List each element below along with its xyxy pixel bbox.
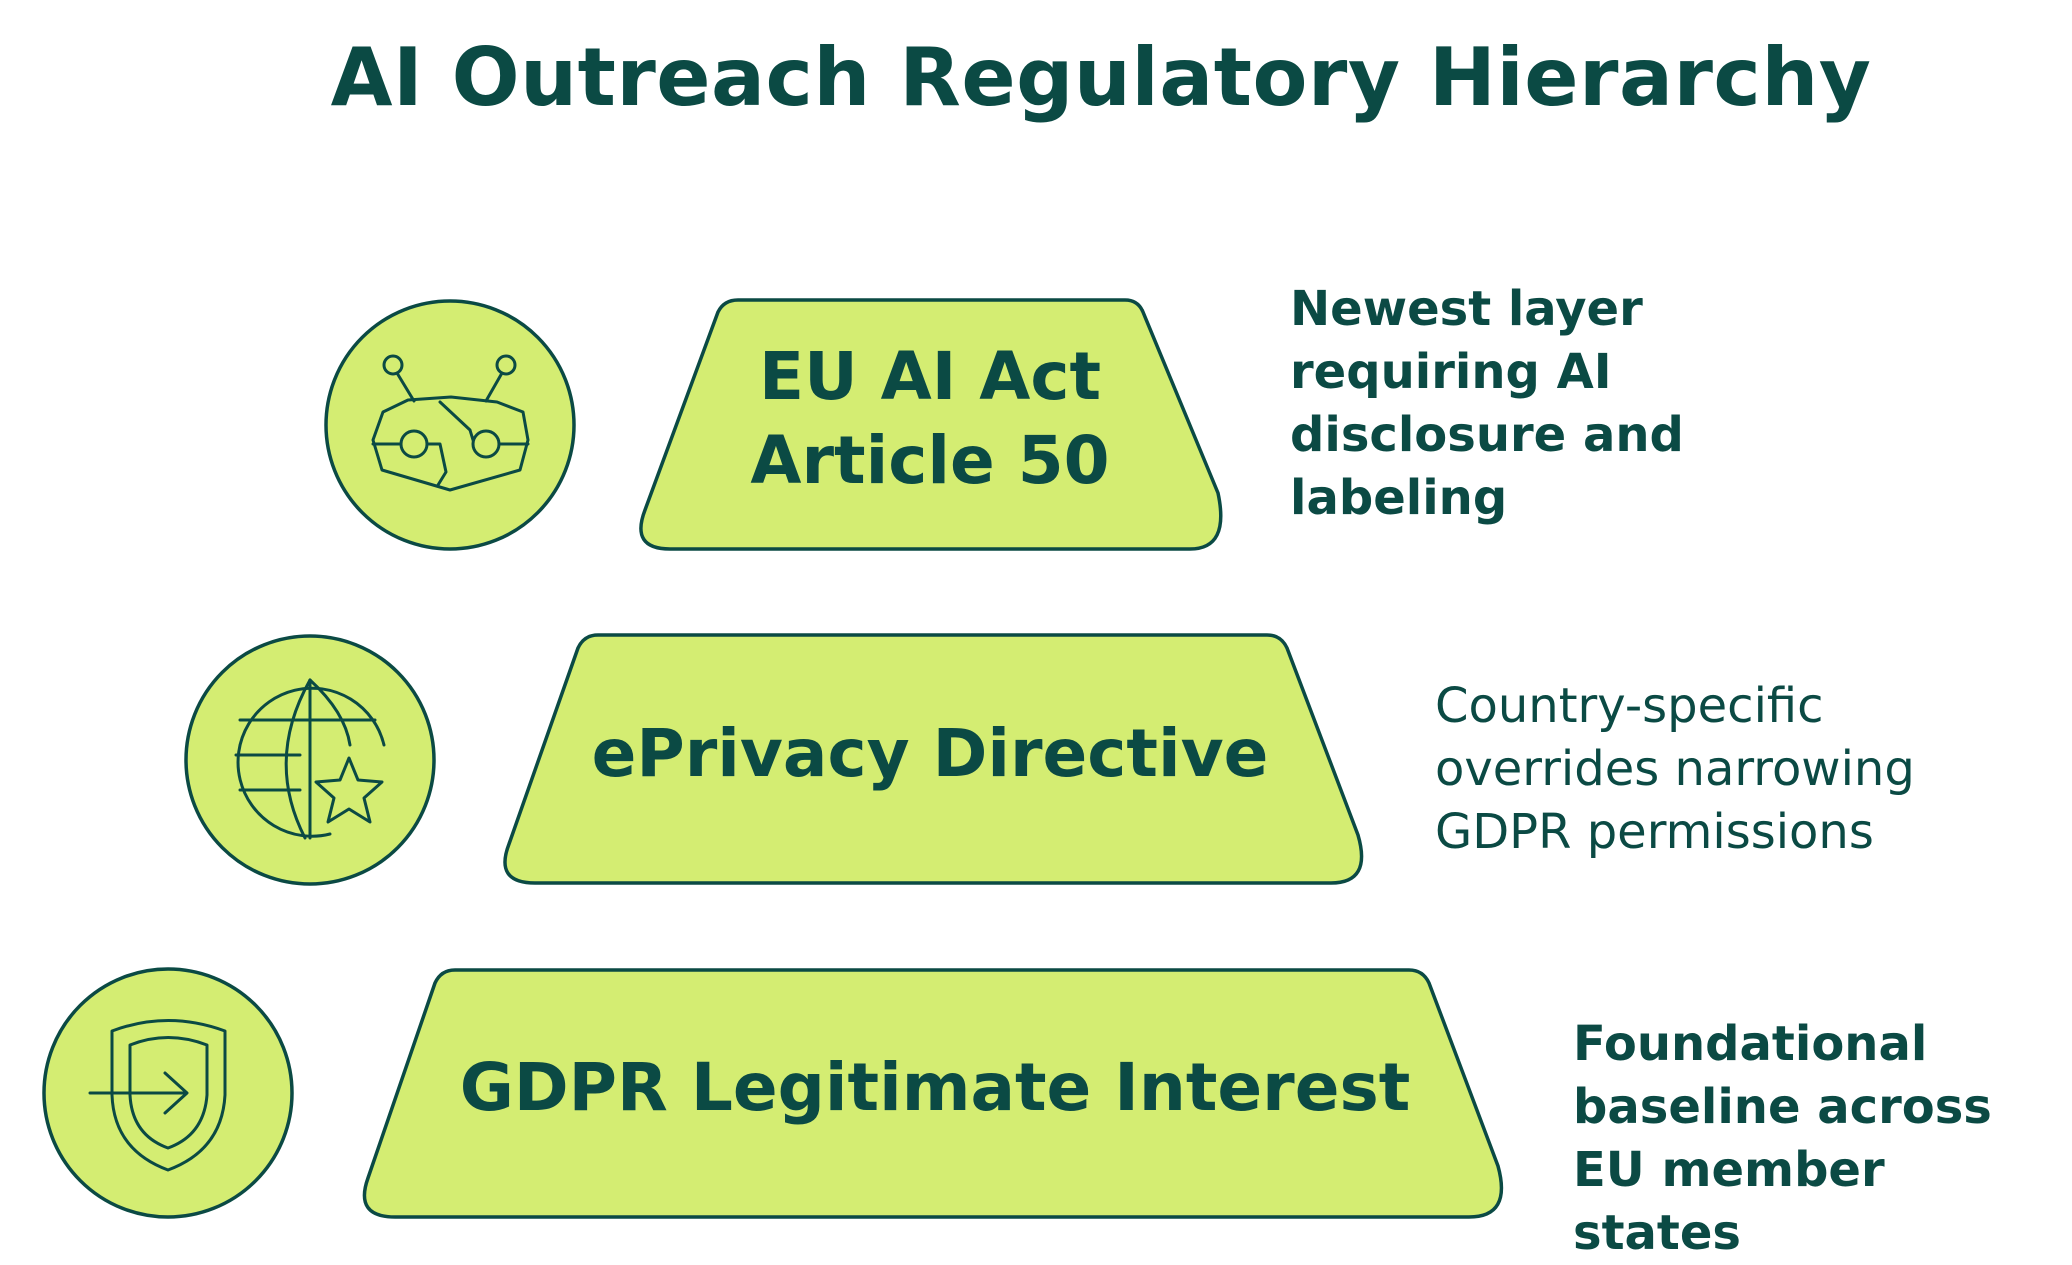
level-2-trapezoid bbox=[503, 633, 1364, 885]
level-2-description: Country-specific overrides narrowing GDP… bbox=[1435, 678, 1915, 860]
level-1-label-line1: EU AI Act bbox=[758, 338, 1102, 415]
page-title: AI Outreach Regulatory Hierarchy bbox=[330, 31, 1872, 124]
level-3-description: Foundational baseline across EU member s… bbox=[1573, 1016, 1992, 1261]
level-1-label: EU AI Act Article 50 bbox=[700, 335, 1160, 503]
level-3-label: GDPR Legitimate Interest bbox=[459, 1049, 1411, 1126]
level-3-trapezoid bbox=[362, 968, 1504, 1219]
globe-star-icon bbox=[184, 634, 436, 886]
shield-enter-icon bbox=[42, 967, 294, 1219]
level-2-label: ePrivacy Directive bbox=[591, 715, 1269, 792]
level-1-trapezoid bbox=[639, 298, 1223, 551]
ai-chip-icon bbox=[324, 299, 576, 551]
level-1-label-line2: Article 50 bbox=[750, 422, 1110, 499]
level-1-description: Newest layer requiring AI disclosure and… bbox=[1290, 281, 1684, 526]
